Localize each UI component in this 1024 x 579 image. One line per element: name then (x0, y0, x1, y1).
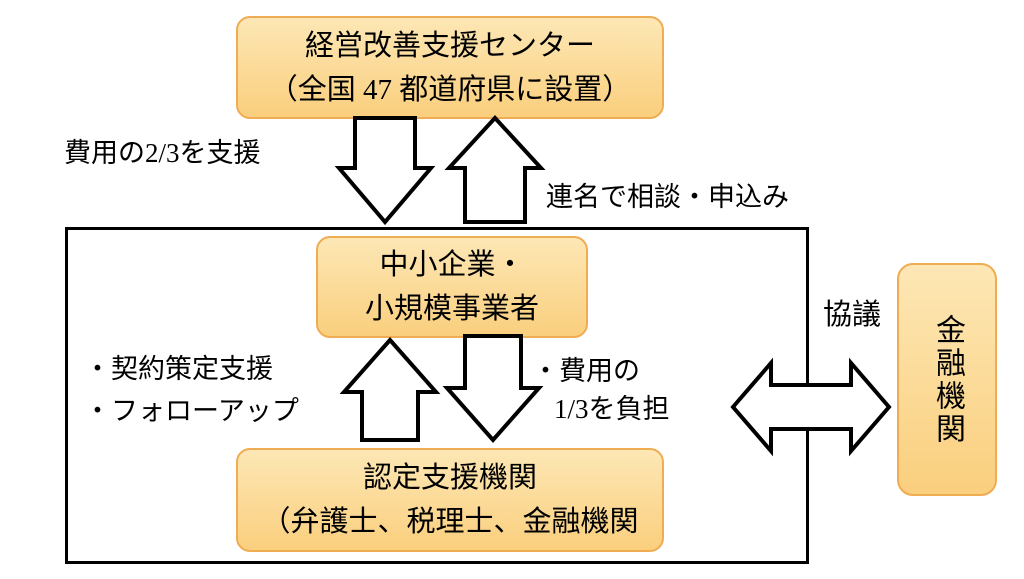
label-cost-share-line1: ・費用の (532, 356, 640, 386)
label-cost-share-one-third: ・費用の 1/3を負担 (532, 352, 670, 428)
node-financial-institution: 金融機関 (897, 263, 997, 496)
node-sme-line2: 小規模事業者 (364, 293, 539, 325)
up-block-arrow-icon (444, 115, 546, 224)
label-joint-consultation-application: 連名で相談・申込み (546, 182, 789, 212)
left-right-block-arrow-icon (730, 357, 892, 457)
node-certified-line1: 認定支援機関 (362, 462, 537, 494)
node-management-improvement-support-center: 経営改善支援センター （全国 47 都道府県に設置） (236, 16, 664, 119)
node-center-line2: （全国 47 都道府県に設置） (268, 73, 632, 106)
node-center-line1: 経営改善支援センター (304, 29, 595, 62)
node-certified-line2: （弁護士、税理士、金融機関 (261, 506, 639, 538)
down-block-arrow-icon (334, 116, 436, 226)
label-consultation: 協議 (823, 299, 882, 331)
node-certified-support-organization: 認定支援機関 （弁護士、税理士、金融機関 (236, 448, 664, 552)
node-sme-small-business: 中小企業・ 小規模事業者 (316, 236, 588, 338)
node-sme-line1: 中小企業・ (379, 249, 525, 281)
label-follow-up: ・フォローアップ (84, 396, 299, 426)
down-block-arrow-icon (442, 334, 544, 444)
label-subsidy-two-thirds: 費用の2/3を支援 (64, 138, 261, 168)
up-block-arrow-icon (339, 336, 441, 442)
label-contract-formulation-support: ・契約策定支援 (84, 354, 273, 384)
label-cost-share-line2: 1/3を負担 (554, 394, 670, 424)
node-financial-label: 金融機関 (931, 313, 964, 446)
